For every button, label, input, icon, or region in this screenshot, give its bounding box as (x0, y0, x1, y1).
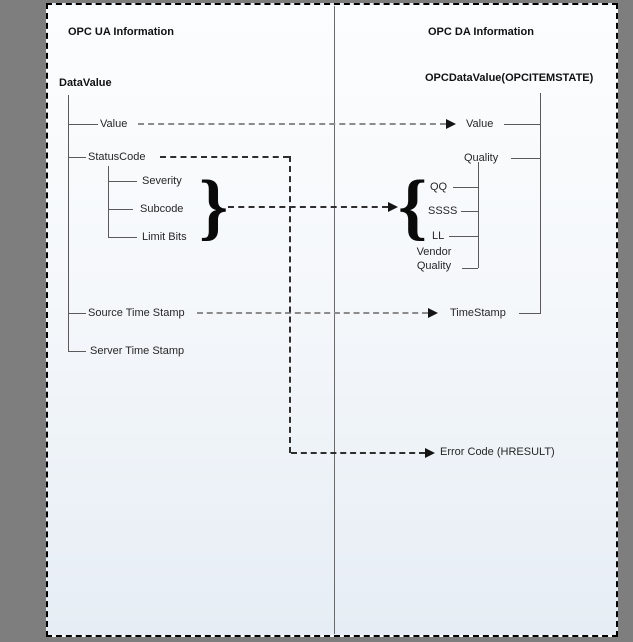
quality-subtrunk-line (478, 162, 479, 268)
severity-branch-line (108, 181, 137, 182)
da-node-timestamp: TimeStamp (450, 307, 506, 319)
subcode-branch-line (108, 209, 133, 210)
ua-trunk-line (68, 95, 69, 351)
da-node-qq: QQ (430, 181, 448, 193)
qq-branch-line (453, 187, 478, 188)
da-quality-branch-line (511, 158, 540, 159)
ua-node-statuscode: StatusCode (88, 151, 146, 163)
ua-source-branch-line (68, 313, 86, 314)
ua-node-source-time-stamp: Source Time Stamp (88, 307, 185, 319)
ua-server-branch-line (68, 351, 86, 352)
brace-arrowhead-icon (388, 202, 398, 212)
ua-node-subcode: Subcode (140, 203, 184, 215)
da-value-branch-line (504, 124, 540, 125)
errorcode-arrowhead-icon (425, 448, 435, 458)
da-timestamp-branch-line (519, 313, 540, 314)
value-arrowhead-icon (446, 119, 456, 129)
ua-node-value: Value (100, 118, 128, 130)
error-code-label: Error Code (HRESULT) (440, 446, 555, 458)
ua-node-limit-bits: Limit Bits (142, 231, 187, 243)
connector-statuscode-vertical (289, 156, 291, 453)
open-brace-glyph: { (398, 166, 428, 248)
limitbits-branch-line (108, 237, 137, 238)
da-node-vendor-quality: Vendor Quality (403, 245, 465, 273)
ssss-branch-line (461, 211, 478, 212)
close-brace-glyph: } (199, 166, 229, 248)
vendor-quality-line1: Vendor (416, 246, 452, 258)
da-node-ssss: SSSS (428, 205, 458, 217)
da-node-quality: Quality (464, 152, 499, 164)
statuscode-subtrunk-line (108, 166, 109, 238)
connector-source-to-timestamp (197, 312, 428, 314)
connector-value-to-value (138, 123, 446, 125)
ua-value-branch-line (68, 124, 98, 125)
ua-section-header: OPC UA Information (68, 26, 174, 38)
da-node-ll: LL (432, 230, 445, 242)
ua-node-severity: Severity (142, 175, 182, 187)
connector-to-errorcode (291, 452, 425, 454)
da-root-label: OPCDataValue(OPCITEMSTATE) (425, 72, 594, 84)
figure-canvas[interactable] (46, 3, 618, 637)
ua-statuscode-branch-line (68, 157, 86, 158)
vendor-quality-branch-line (462, 268, 478, 269)
center-divider-line (334, 6, 335, 634)
connector-statuscode-horizontal (160, 156, 289, 158)
da-trunk-line (540, 93, 541, 314)
timestamp-arrowhead-icon (428, 308, 438, 318)
da-node-value: Value (466, 118, 494, 130)
connector-brace-to-brace (228, 206, 388, 208)
da-section-header: OPC DA Information (428, 26, 534, 38)
vendor-quality-line2: Quality (416, 260, 452, 272)
ua-root-label: DataValue (59, 77, 112, 89)
ua-node-server-time-stamp: Server Time Stamp (90, 345, 185, 357)
ll-branch-line (449, 236, 478, 237)
